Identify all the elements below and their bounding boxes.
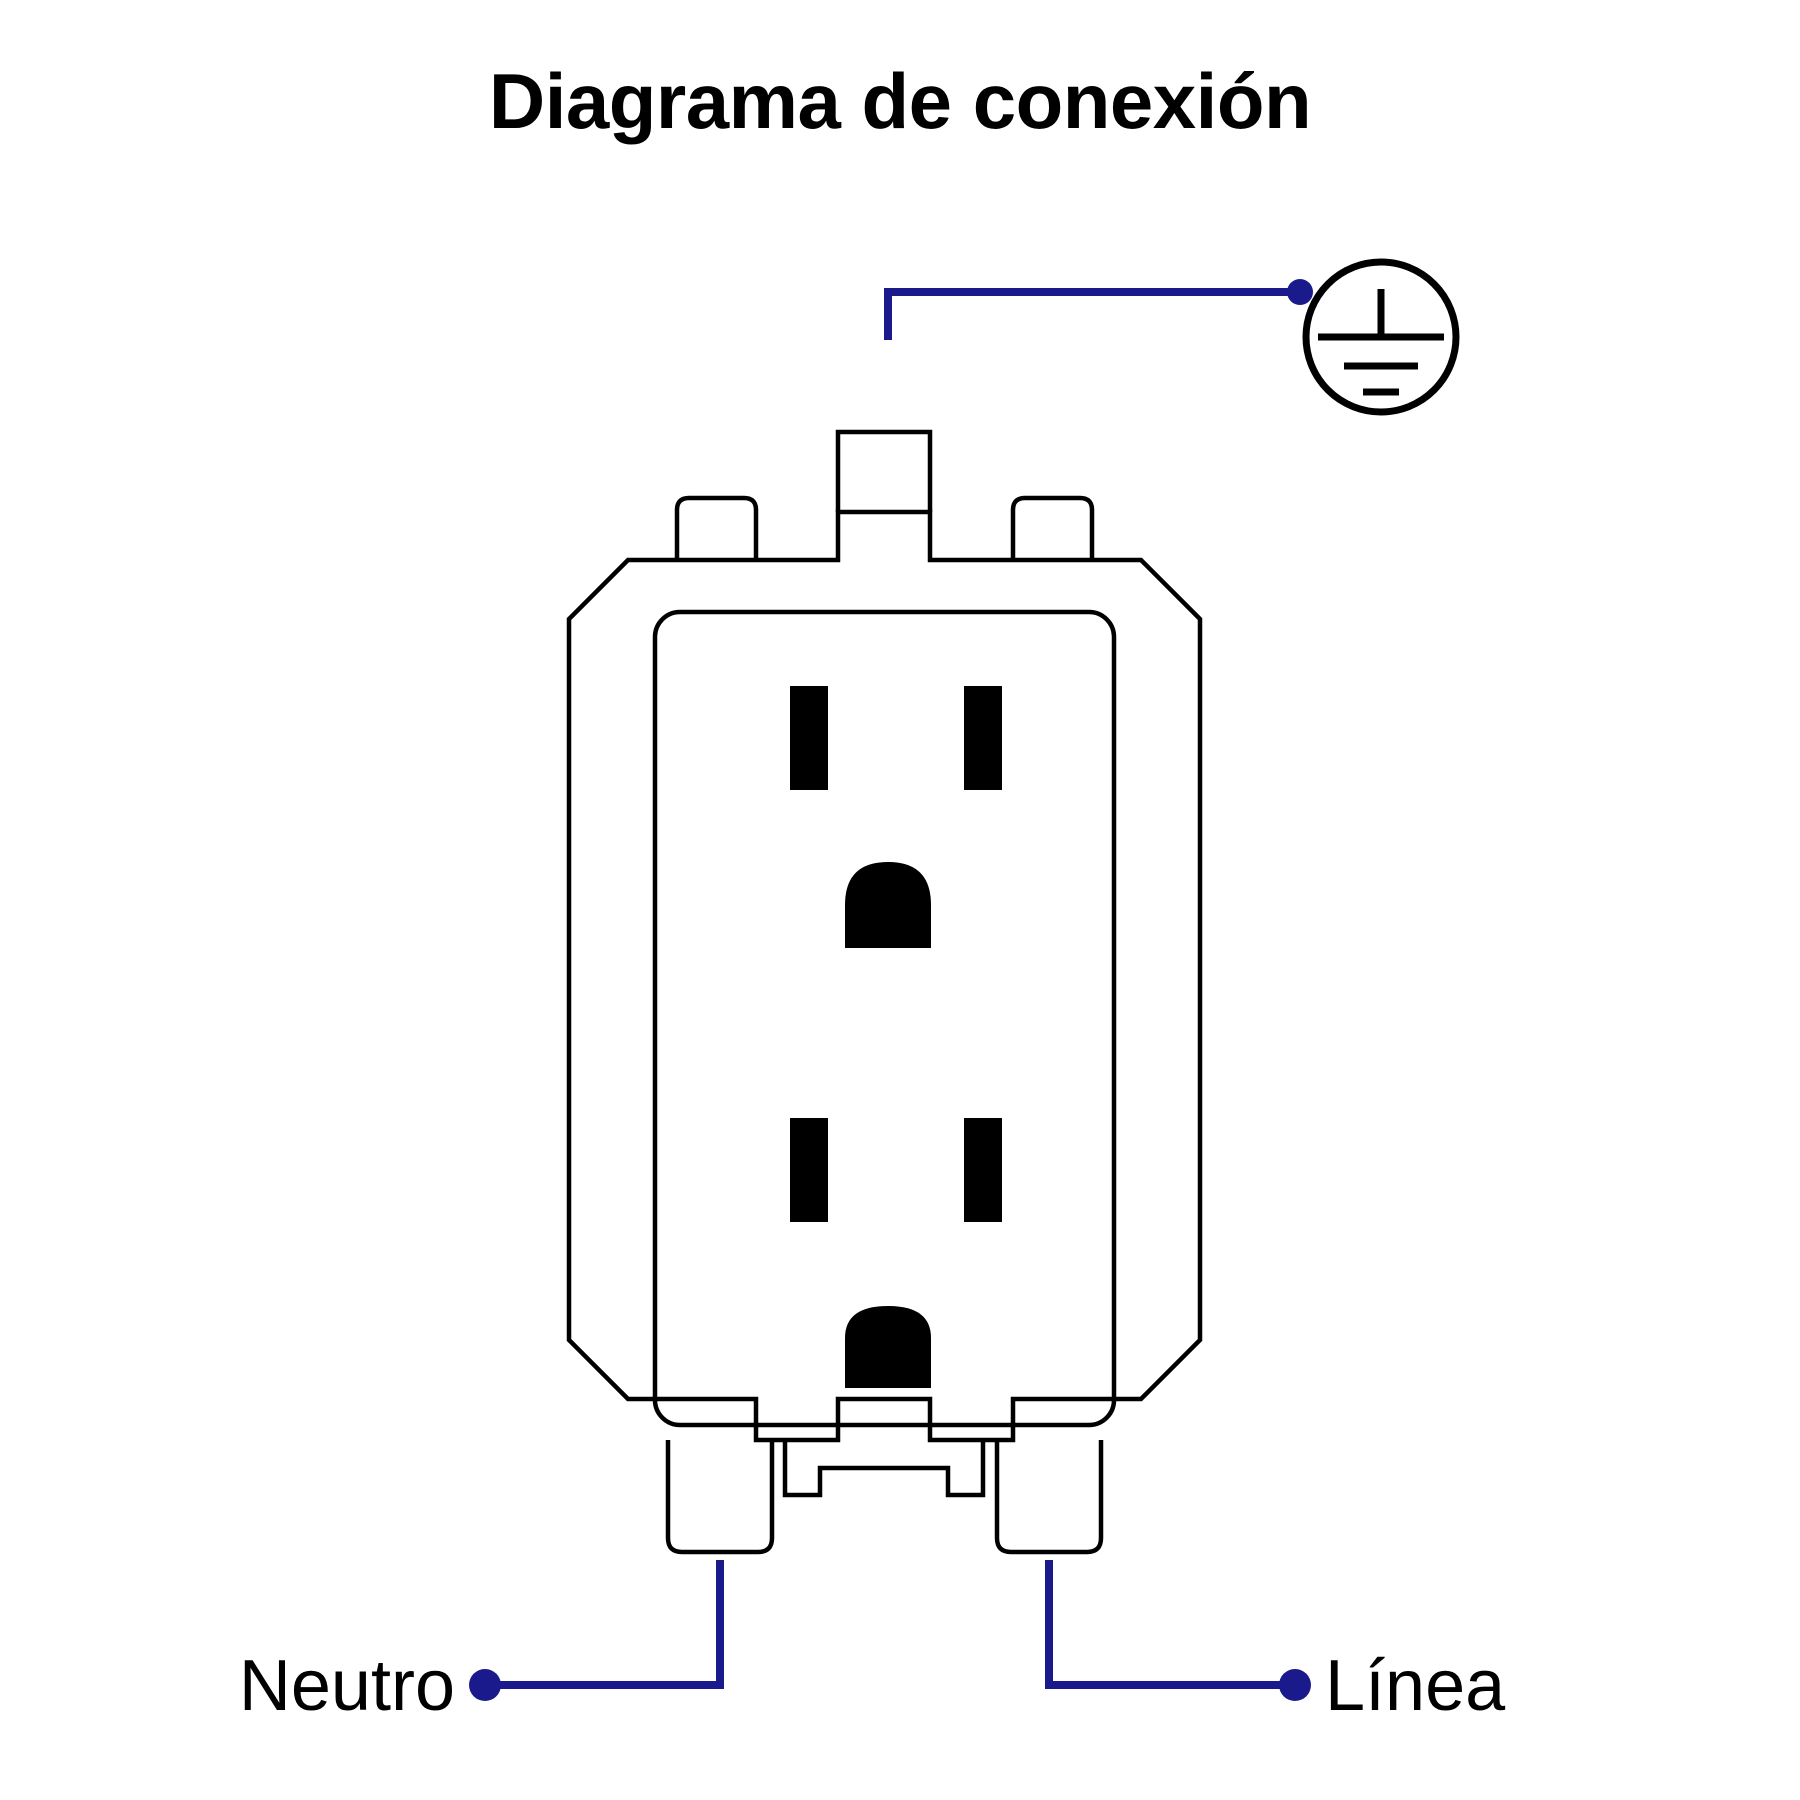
upper-line-slot <box>964 686 1002 790</box>
neutral-wire-terminal-dot <box>469 1669 501 1701</box>
line-terminal: Línea <box>1045 1560 1506 1726</box>
upper-ground-pin-hole <box>845 862 931 948</box>
ground-icon-circle <box>1302 258 1460 416</box>
line-wire-path <box>1045 1560 1293 1689</box>
lower-neutral-slot <box>790 1118 828 1222</box>
receptacle-yoke-outline <box>566 509 1203 1443</box>
receptacle-face-plate <box>652 609 1117 1428</box>
diagram-title: Diagrama de conexión <box>489 57 1311 145</box>
line-label: Línea <box>1325 1646 1506 1726</box>
top-right-strap-tab <box>1010 495 1095 560</box>
lower-line-slot <box>964 1118 1002 1222</box>
bottom-center-bracket <box>782 1440 986 1498</box>
receptacle-device <box>566 429 1203 1555</box>
bottom-right-strap-tab <box>994 1440 1104 1555</box>
top-left-strap-tab <box>674 495 759 560</box>
neutral-label: Neutro <box>239 1646 455 1726</box>
ground-wire-path <box>884 288 1298 340</box>
ground-wire <box>884 279 1313 340</box>
neutral-terminal: Neutro <box>239 1560 724 1726</box>
bottom-left-strap-tab <box>665 1440 775 1555</box>
neutral-wire-path <box>487 1560 724 1689</box>
ground-wire-terminal-dot <box>1287 279 1313 305</box>
upper-neutral-slot <box>790 686 828 790</box>
ground-symbol <box>1302 258 1460 416</box>
ground-mounting-tab <box>835 429 933 512</box>
line-wire-terminal-dot <box>1279 1669 1311 1701</box>
lower-ground-pin-hole <box>845 1306 931 1388</box>
